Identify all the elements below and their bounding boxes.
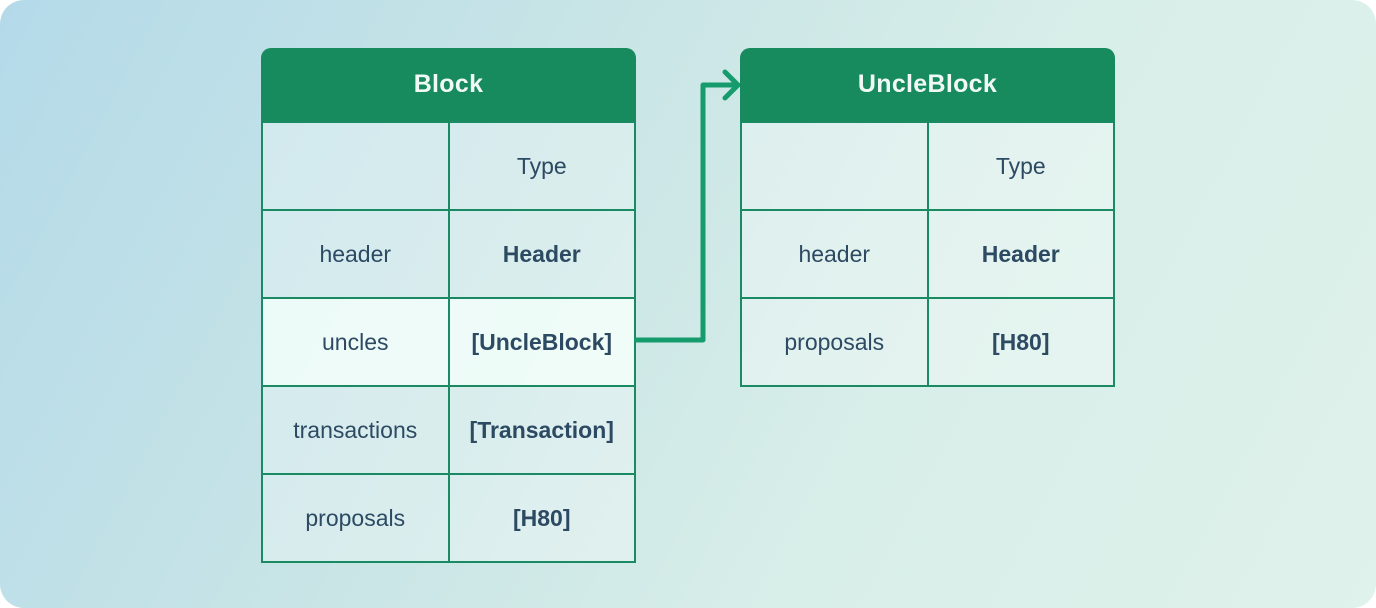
field-name: header xyxy=(262,210,449,298)
field-type: [H80] xyxy=(927,298,1114,386)
field-type: [UncleBlock] xyxy=(448,298,635,386)
field-type: [Transaction] xyxy=(448,386,635,474)
field-type: [H80] xyxy=(448,474,635,562)
column-header-type: Type xyxy=(927,122,1114,210)
table-title: Block xyxy=(261,48,636,121)
table-rows: Type header Header proposals [H80] xyxy=(740,121,1115,387)
field-name: header xyxy=(741,210,928,298)
field-name: transactions xyxy=(262,386,449,474)
column-header-name xyxy=(741,122,928,210)
table-title: UncleBlock xyxy=(740,48,1115,121)
column-header-type: Type xyxy=(448,122,635,210)
field-name: uncles xyxy=(262,298,449,386)
field-name: proposals xyxy=(741,298,928,386)
entity-table-block: Block Type header Header uncles [UncleBl… xyxy=(261,48,636,563)
relation-arrow xyxy=(634,69,741,343)
entity-table-uncleblock: UncleBlock Type header Header proposals … xyxy=(740,48,1115,387)
field-name: proposals xyxy=(262,474,449,562)
table-rows: Type header Header uncles [UncleBlock] t… xyxy=(261,121,636,563)
field-type: Header xyxy=(927,210,1114,298)
field-type: Header xyxy=(448,210,635,298)
column-header-name xyxy=(262,122,449,210)
